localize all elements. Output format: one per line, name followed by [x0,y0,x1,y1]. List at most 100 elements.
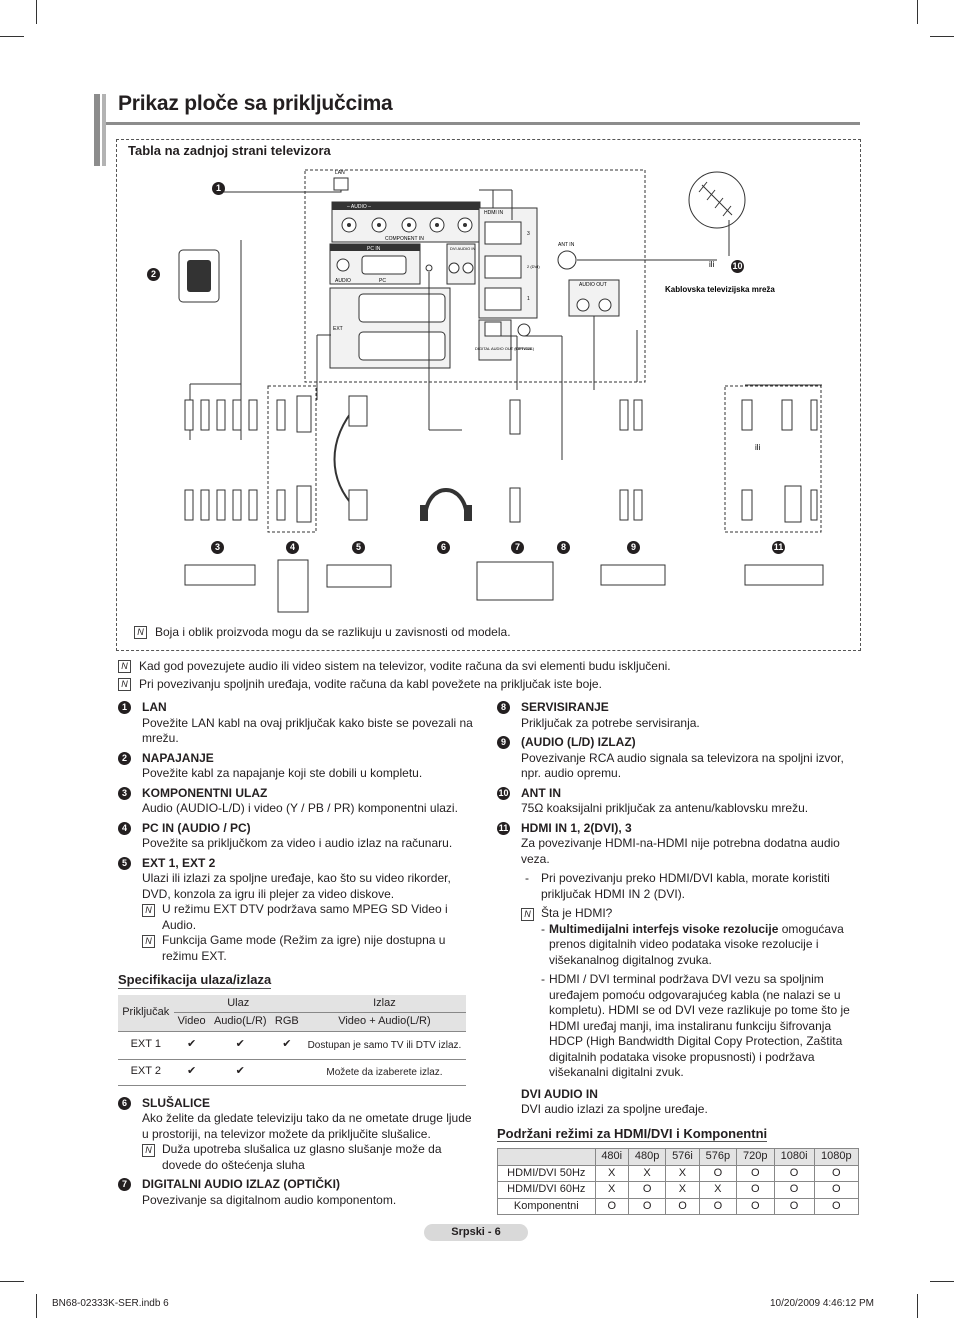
optical-label: DIGITAL AUDIO OUT (OPTICAL) [475,346,535,351]
modes-cell: O [627,1197,667,1215]
modes-cell: O [698,1197,738,1215]
item-text: Povežite sa priključkom za video i audio… [142,836,453,850]
cable-network-label: Kablovska televizijska mreža [665,285,775,294]
item-number: 10 [497,786,510,800]
spec-cell: ✔ [173,1031,210,1060]
spec-cell: ✔ [209,1031,271,1060]
note-icon: N [521,908,534,921]
item-text: Povezivanje sa digitalnom audio komponen… [142,1192,397,1207]
note-icon: N [142,904,155,917]
item-title: DIGITALNI AUDIO IZLAZ (OPTIČKI) [142,1177,340,1191]
modes-cell: O [736,1181,775,1199]
audio-label: – AUDIO – [347,204,371,210]
general-note-text: Kad god povezujete audio ili video siste… [139,659,671,673]
spec-heading: Specifikacija ulaza/izlaza [118,972,272,989]
hdmi-cable-group [724,385,822,533]
spec-cell [270,1059,303,1086]
scart-cable [333,404,358,511]
modes-row-label: Komponentni [497,1197,596,1215]
modes-header-cell: 1080p [813,1148,860,1166]
hdmi-bullet-text: omogućava prenos digitalnih video podata… [549,921,844,967]
connection-diagram: LAN – AUDIO – COMPONENT IN PC IN AUDIO P… [178,169,824,613]
spec-cell: ✔ [173,1059,210,1086]
item-number: 7 [118,1178,131,1191]
title-accent-bar [94,94,100,166]
callout-7: 7 [511,541,524,554]
hdmi-dash-text: Pri povezivanju preko HDMI/DVI kabla, mo… [541,871,830,901]
modes-cell: O [773,1164,815,1182]
modes-row-label: HDMI/DVI 60Hz [497,1181,596,1199]
crop-mark [917,1294,918,1318]
item-number: 11 [497,821,510,835]
modes-cell: X [698,1181,738,1199]
item-title: SLUŠALICE [142,1095,211,1110]
ext-note-text: U režimu EXT DTV podržava samo MPEG SD V… [162,902,448,932]
pc-in-label: PC IN [367,246,381,252]
hdmi-dash-item: -Pri povezivanju preko HDMI/DVI kabla, m… [525,871,830,901]
note-icon: N [142,1144,155,1157]
table-row: EXT 1✔✔✔Dostupan je samo TV ili DTV izla… [118,1031,466,1060]
item-number: 5 [118,856,131,870]
diagram-note: N Boja i oblik proizvoda mogu da se razli… [134,625,511,640]
item-title: (AUDIO (L/D) IZLAZ) [521,735,636,749]
hdmi2-label: 2 (DVI) [527,264,540,269]
dvi-label: DVI AUDIO IN [450,246,475,251]
modes-header-cell: 480i [594,1148,629,1166]
modes-row-label: HDMI/DVI 50Hz [497,1164,596,1182]
modes-cell: X [665,1181,700,1199]
modes-cell: X [627,1164,667,1182]
footer-date: 10/20/2009 4:46:12 PM [770,1298,874,1309]
modes-cell: O [773,1197,815,1215]
modes-heading: Podržani režimi za HDMI/DVI i Komponentn… [497,1125,768,1142]
item-number: 2 [118,751,131,765]
crop-mark [0,1281,24,1282]
hdmi-bullet-1: -Multimedijalni interfejs visoke rezoluc… [541,921,844,967]
modes-header-cell: 576p [698,1148,738,1166]
item-text: Ulazi ili izlazi za spoljne uređaje, kao… [142,871,451,901]
item-text: Povežite LAN kabl na ovaj priključak kak… [142,715,473,746]
modes-cell: O [665,1197,700,1215]
modes-corner-cell [497,1148,596,1166]
callout-3: 3 [211,541,224,554]
note-icon: N [142,935,155,948]
audio-out-label: AUDIO OUT [579,282,607,288]
antenna-icon [688,171,746,256]
ext-note-1: N U režimu EXT DTV podržava samo MPEG SD … [142,902,474,933]
title-rule [106,122,860,125]
diagram-note-text: Boja i oblik proizvoda mogu da se razlik… [155,625,511,639]
item-title: SERVISIRANJE [521,700,609,714]
modes-cell: X [594,1164,629,1182]
spec-header-cell: RGB [270,1012,303,1032]
note-icon: N [134,626,147,640]
device-icons [184,559,824,613]
callout-1: 1 [212,182,225,195]
spec-header-cell: Video [173,1012,210,1032]
general-note-text: Pri povezivanju spoljnih uređaja, vodite… [139,677,602,691]
crop-mark [36,1294,37,1318]
callout-10: 10 [731,260,744,273]
item-text: Povežite kabl za napajanje koji ste dobi… [142,766,423,780]
modes-cell: O [736,1197,775,1215]
spec-header-cell: Ulaz [173,994,303,1013]
spec-cell: Dostupan je samo TV ili DTV izlaz. [302,1031,466,1060]
page-title: Prikaz ploče sa priključcima [118,92,393,115]
callout-8: 8 [557,541,570,554]
hdmi-bullet-2: -HDMI / DVI terminal podržava DVI vezu s… [541,972,850,1079]
hdmi-bullet-bold: Multimedijalni interfejs visoke rezoluci… [549,921,779,936]
spec-header-cell: Izlaz [302,994,466,1013]
component-cables [184,399,258,521]
modes-cell: O [594,1197,629,1215]
item-title: ANT IN [521,785,561,800]
